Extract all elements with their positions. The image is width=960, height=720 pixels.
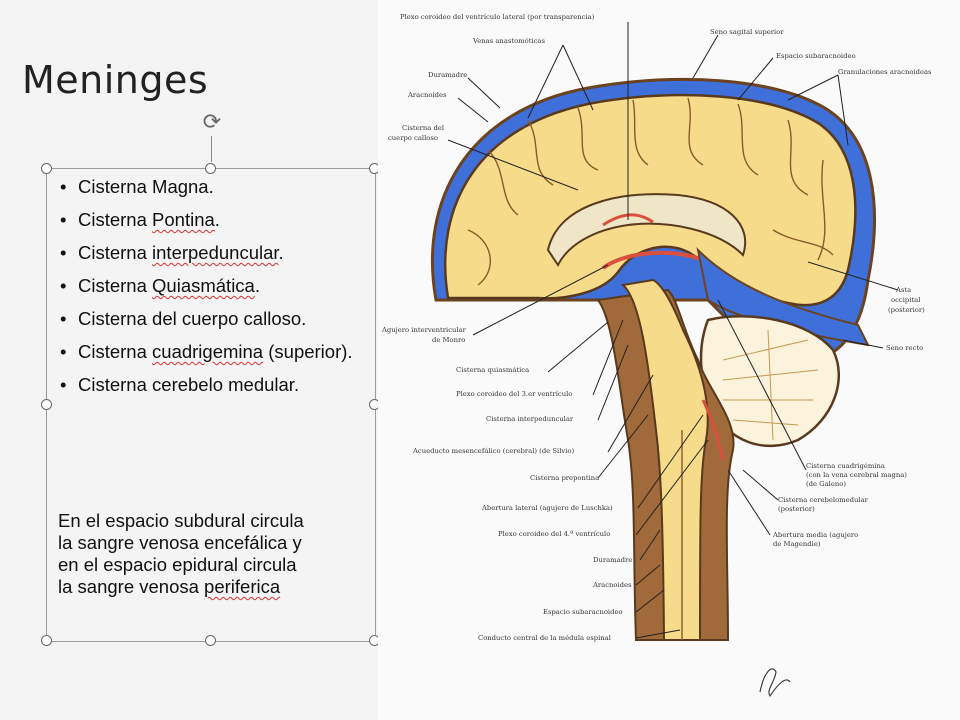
label-cisterna-cuadrigemina-2: (con la vena cerebral magna) — [806, 471, 907, 479]
label-plexo-lateral: Plexo coroideo del ventrículo lateral (p… — [400, 13, 595, 21]
bullet-item: Cisterna Quiasmática. — [58, 275, 368, 297]
label-agujero-monro: Agujero interventricular — [381, 326, 467, 334]
label-leader-lines — [447, 22, 899, 639]
cerebellar-folia — [722, 329, 819, 441]
spellcheck-word[interactable]: cuadrigemina — [152, 341, 264, 362]
label-abertura-media-2: de Magendie) — [773, 540, 821, 548]
spellcheck-word[interactable]: periferica — [204, 576, 281, 597]
label-conducto-central: Conducto central de la médula espinal — [478, 634, 611, 642]
label-duramadre-low: Duramadre — [593, 556, 632, 564]
label-plexo-tercer: Plexo coroideo del 3.er ventrículo — [456, 390, 572, 398]
label-asta-3: (posterior) — [888, 306, 925, 314]
corpus-callosum — [546, 193, 747, 267]
label-asta-2: occipital — [891, 296, 920, 304]
label-aracnoides-top: Aracnoides — [407, 91, 447, 99]
spellcheck-word[interactable]: Quiasmática — [152, 275, 255, 296]
bullet-item: Cisterna cuadrigemina (superior). — [58, 341, 368, 363]
bullet-item: Cisterna cerebelo medular. — [58, 374, 368, 396]
label-cisterna-cuerpo-2: cuerpo calloso — [388, 134, 438, 142]
resize-handle-top-center[interactable] — [205, 163, 216, 174]
bullet-item: Cisterna del cuerpo calloso. — [58, 308, 368, 330]
brainstem — [620, 278, 709, 641]
resize-handle-bottom-left[interactable] — [41, 635, 52, 646]
label-espacio-subaracnoideo-top: Espacio subaracnoideo — [776, 52, 856, 60]
label-cisterna-cuadrigemina: Cisterna cuadrigémina — [806, 462, 885, 470]
spellcheck-word[interactable]: Pontina — [152, 209, 215, 230]
rotate-handle-icon[interactable]: ⟳ — [202, 109, 222, 134]
label-granulaciones: Granulaciones aracnoideas — [838, 68, 932, 76]
label-seno-recto: Seno recto — [886, 344, 923, 352]
circulation-paragraph[interactable]: En el espacio subdural circula la sangre… — [58, 510, 304, 597]
fourth-ventricle-plexus — [701, 399, 725, 461]
label-cisterna-quiasmatica: Cisterna quiasmática — [456, 366, 529, 374]
label-cisterna-cerebelomedular: Cisterna cerebelomedular — [778, 496, 869, 504]
label-espacio-subaracnoideo-low: Espacio subaracnoideo — [543, 608, 623, 616]
label-cisterna-prepontina: Cisterna prepontina — [530, 474, 599, 482]
label-aracnoides-low: Aracnoides — [592, 581, 632, 589]
bullet-item: Cisterna interpeduncular. — [58, 242, 368, 264]
choroid-plexus-lateral — [602, 213, 654, 227]
label-duramadre-top: Duramadre — [428, 71, 467, 79]
label-plexo-cuarto: Plexo coroideo del 4.º ventrículo — [498, 530, 610, 538]
label-cisterna-cuadrigemina-3: (de Galeno) — [806, 480, 846, 488]
cerebral-gyri — [467, 97, 834, 286]
rotate-connector — [211, 136, 212, 162]
label-venas-anastomoticas: Venas anastomóticas — [472, 37, 545, 45]
meninges-illustration[interactable]: Plexo coroideo del ventrículo lateral (p… — [378, 0, 960, 720]
label-asta: Asta — [895, 286, 911, 294]
label-agujero-monro-2: de Monro — [432, 336, 465, 344]
label-acueducto: Acueducto mesencefálico (cerebral) (de S… — [412, 447, 574, 455]
resize-handle-middle-left[interactable] — [41, 399, 52, 410]
label-cisterna-interpeduncular: Cisterna interpeduncular — [486, 415, 574, 423]
spellcheck-word[interactable]: interpeduncular — [152, 242, 279, 263]
cisterns-bullet-list[interactable]: Cisterna Magna. Cisterna Pontina. Cister… — [58, 176, 368, 407]
choroid-plexus-third — [601, 250, 709, 270]
bullet-item: Cisterna Magna. — [58, 176, 368, 198]
bullet-item: Cisterna Pontina. — [58, 209, 368, 231]
resize-handle-top-left[interactable] — [41, 163, 52, 174]
label-seno-sagital: Seno sagital superior — [710, 28, 784, 36]
label-abertura-lateral: Abertura lateral (agujero de Luschka) — [481, 504, 613, 512]
slide-title[interactable]: Meninges — [22, 58, 209, 102]
label-cisterna-cerebelomedular-2: (posterior) — [778, 505, 815, 513]
label-cisterna-cuerpo: Cisterna del — [402, 124, 444, 132]
artist-signature-mark — [759, 668, 791, 697]
resize-handle-bottom-center[interactable] — [205, 635, 216, 646]
label-abertura-media: Abertura media (agujero — [772, 531, 858, 539]
